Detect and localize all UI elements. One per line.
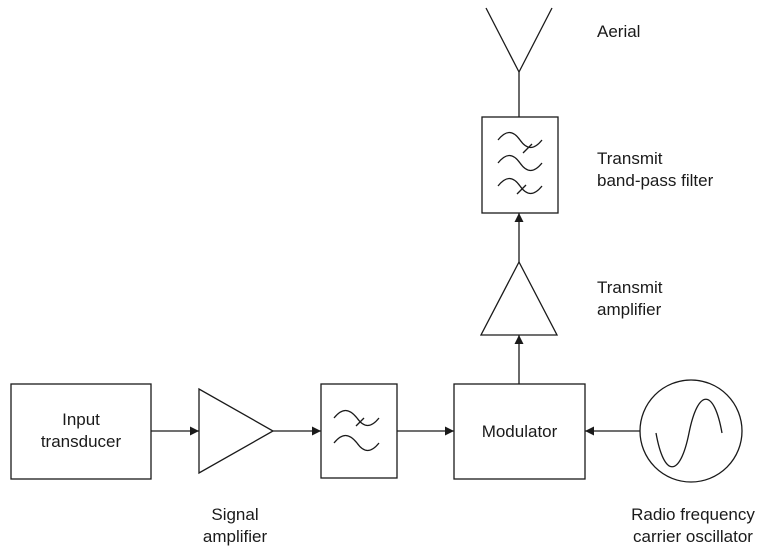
- filter-wave-3: [497, 177, 543, 195]
- modulator-label: Modulator: [481, 422, 558, 441]
- transmit-amp-label-line2: amplifier: [597, 300, 662, 319]
- aerial-label: Aerial: [597, 22, 641, 41]
- transmit-amplifier: [479, 260, 559, 336]
- band-pass-filter: [320, 383, 398, 479]
- filter-wave-2: [497, 154, 543, 172]
- oscillator-label-line2: carrier oscillator: [633, 527, 753, 546]
- filter-wave-1: [497, 131, 543, 149]
- transmit-amp-label: Transmit amplifier: [597, 277, 663, 321]
- transmit-filter-label-line1: Transmit: [597, 149, 663, 168]
- input-transducer-label-line2: transducer: [40, 432, 122, 451]
- input-transducer-label: Input transducer: [11, 409, 151, 453]
- transmit-band-pass-filter: [481, 116, 559, 214]
- oscillator-label: Radio frequency carrier oscillator: [612, 504, 774, 548]
- input-transducer-label-line1: Input: [62, 410, 100, 429]
- aerial-icon: [485, 7, 553, 117]
- oscillator-label-line1: Radio frequency: [631, 505, 755, 524]
- signal-amplifier: [198, 387, 275, 475]
- signal-amp-label: Signal amplifier: [185, 504, 285, 548]
- transmit-amp-label-line1: Transmit: [597, 278, 663, 297]
- transmit-filter-label: Transmit band-pass filter: [597, 148, 713, 192]
- oscillator-icon: [639, 379, 743, 483]
- transmit-filter-label-line2: band-pass filter: [597, 171, 714, 190]
- signal-amp-label-line2: amplifier: [202, 527, 268, 546]
- signal-amp-label-line1: Signal: [211, 505, 259, 524]
